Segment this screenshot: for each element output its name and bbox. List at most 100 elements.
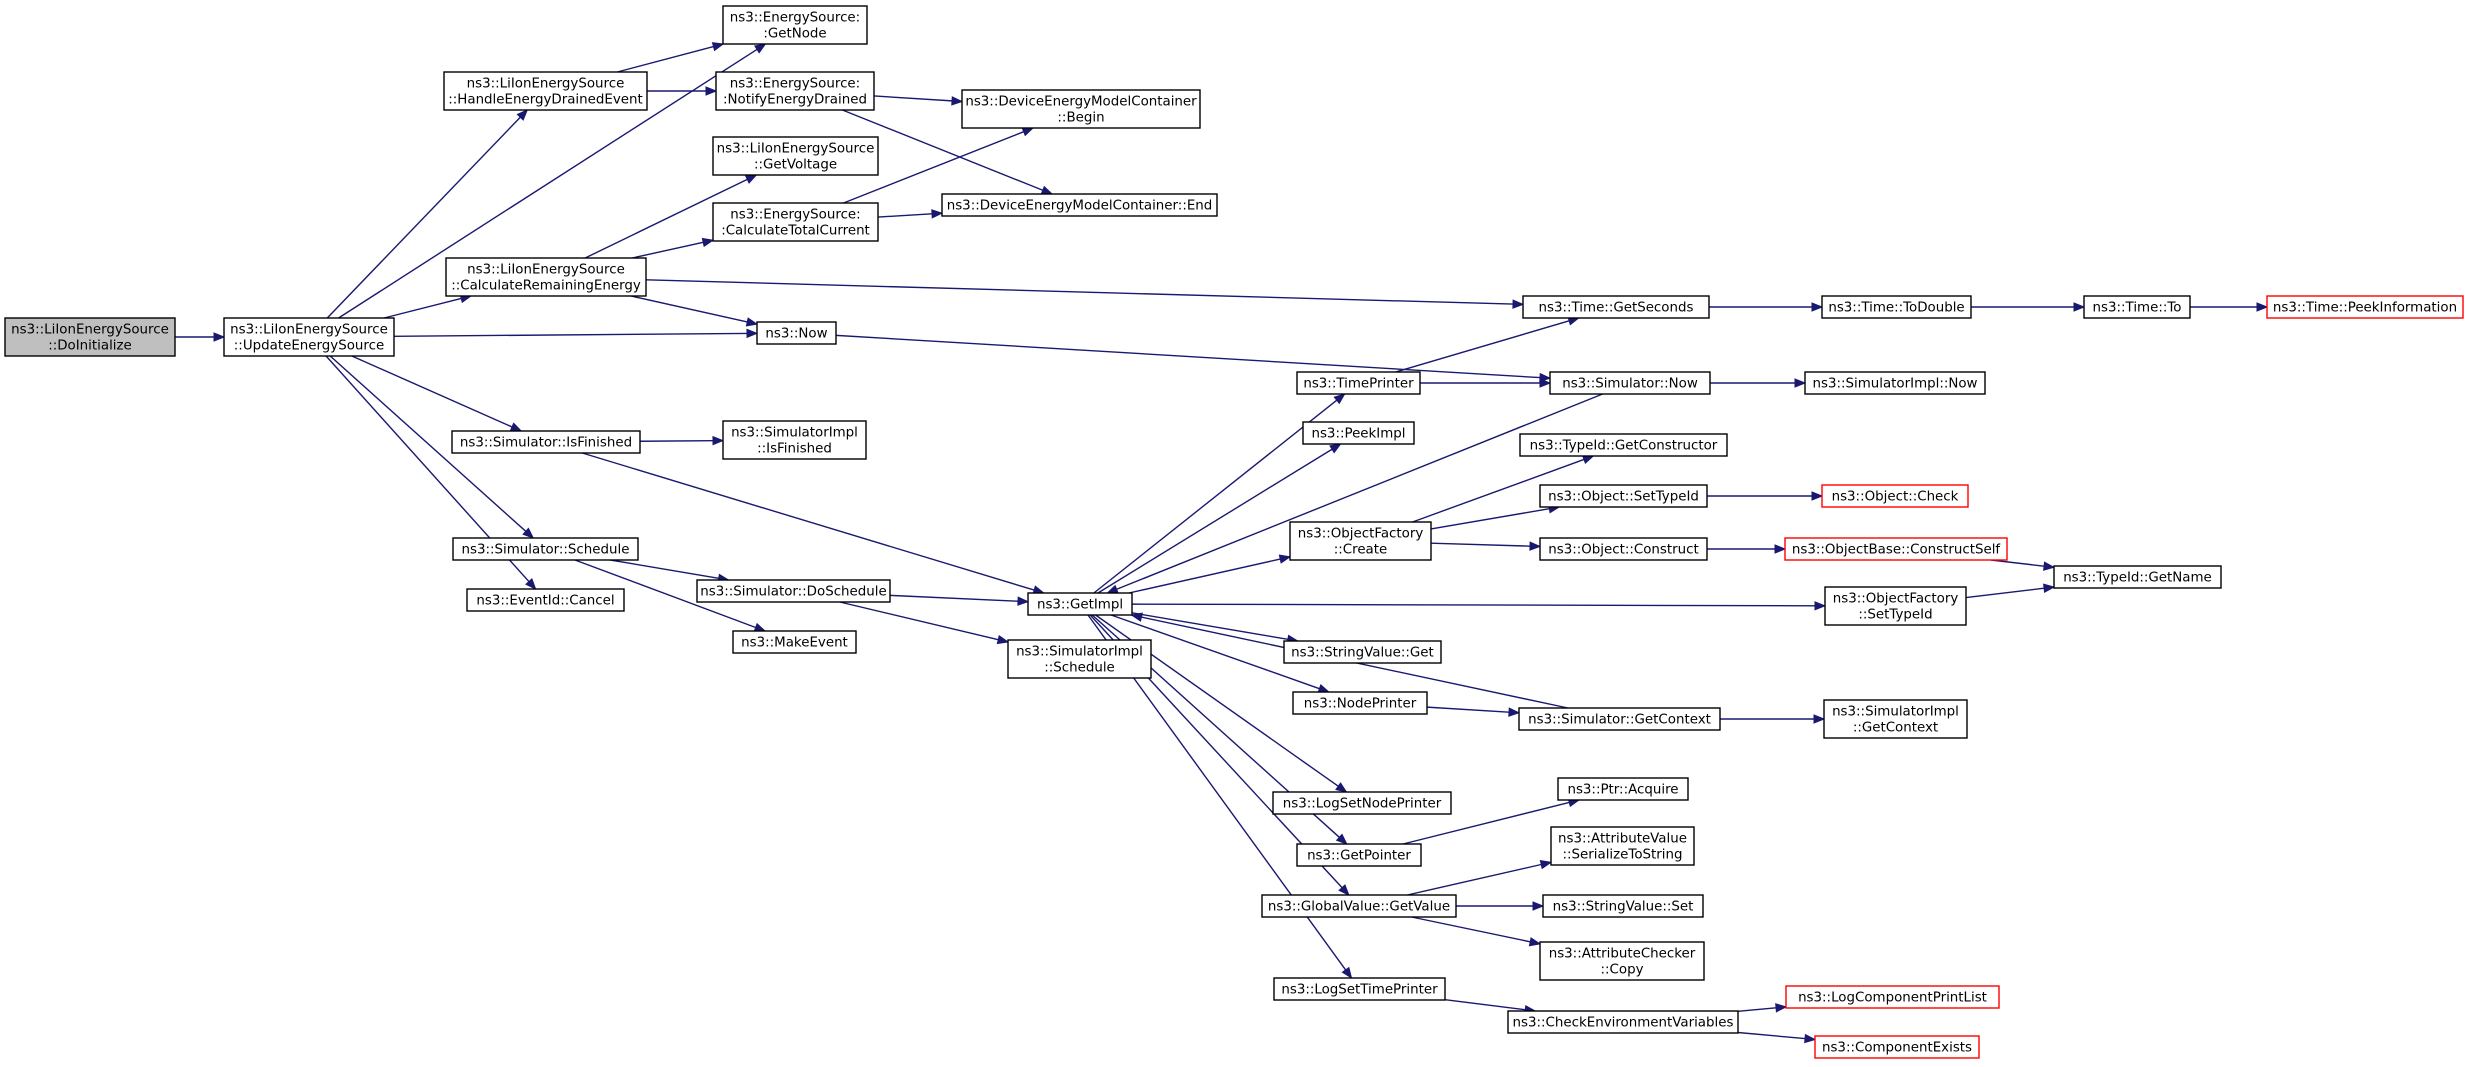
node-label: ns3::LogSetNodePrinter [1283,796,1442,811]
node-label: ns3::ObjectFactory [1298,526,1424,541]
node-getcontext[interactable]: ns3::Simulator::GetContext [1518,707,1721,731]
node-label: ::DoInitialize [48,338,132,353]
edge-update-to-calcrem [383,293,473,319]
node-label: ns3::Simulator::GetContext [1528,712,1711,727]
edge-isfinished-to-implfinished [639,435,725,446]
node-label: ns3::Ptr::Acquire [1567,782,1678,797]
node-label: ns3::ObjectBase::ConstructSelf [1792,542,2001,557]
node-label: ns3::TypeId::GetConstructor [1530,438,1718,453]
node-getnode[interactable]: ns3::EnergySource::GetNode [722,5,868,45]
node-box [722,5,868,45]
node-simimplnow[interactable]: ns3::SimulatorImpl::Now [1804,371,1986,395]
node-label: ::SerializeToString [1563,847,1683,862]
node-makeevent[interactable]: ns3::MakeEvent [732,630,857,654]
node-nodeprinter[interactable]: ns3::NodePrinter [1292,691,1428,715]
node-handle[interactable]: ns3::LiIonEnergySource::HandleEnergyDrai… [443,71,648,111]
edge-line [1097,448,1333,594]
node-box [961,89,1201,129]
node-attrcopy[interactable]: ns3::AttributeChecker::Copy [1539,941,1705,981]
node-box [4,317,176,357]
node-doschedule[interactable]: ns3::Simulator::DoSchedule [696,579,891,603]
node-notify[interactable]: ns3::EnergySource::NotifyEnergyDrained [715,71,875,111]
node-cancel[interactable]: ns3::EventId::Cancel [466,588,625,612]
node-timeprinter[interactable]: ns3::TimePrinter [1296,371,1421,395]
node-label: ns3::EnergySource: [730,207,860,222]
node-objconstruct[interactable]: ns3::Object::Construct [1539,537,1708,561]
node-box [1784,537,2008,561]
edge-line [873,95,953,102]
node-now[interactable]: ns3::Now [756,321,837,345]
edge-line [843,131,1024,204]
node-implschedule[interactable]: ns3::SimulatorImpl::Schedule [1007,639,1152,679]
node-ptracquire[interactable]: ns3::Ptr::Acquire [1557,777,1689,801]
edge-update-to-isfinished [351,355,523,432]
node-peekimpl[interactable]: ns3::PeekImpl [1302,421,1415,445]
edge-constructself-to-gettypename [1990,559,2056,571]
node-simnow[interactable]: ns3::Simulator::Now [1549,371,1711,395]
edge-line [645,279,1514,305]
edge-gvgetvalue-to-strset [1456,901,1545,911]
node-objcheck[interactable]: ns3::Object::Check [1821,484,1969,508]
node-attrserialize[interactable]: ns3::AttributeValue::SerializeToString [1550,826,1695,866]
node-box [1539,941,1705,981]
node-update[interactable]: ns3::LiIonEnergySource::UpdateEnergySour… [223,317,395,357]
node-getvolt[interactable]: ns3::LiIonEnergySource::GetVoltage [712,136,879,176]
node-todouble[interactable]: ns3::Time::ToDouble [1821,295,1972,319]
node-doinit[interactable]: ns3::LiIonEnergySource::DoInitialize [4,317,176,357]
edge-calcrem-to-calctot [632,237,715,259]
node-getpointer[interactable]: ns3::GetPointer [1296,843,1422,867]
edge-line [835,334,1541,379]
node-implfinished[interactable]: ns3::SimulatorImpl::IsFinished [722,420,867,460]
edge-arrowhead [2256,302,2269,312]
edge-line [889,594,1019,602]
node-label: ::Copy [1601,962,1644,977]
node-label: ns3::LiIonEnergySource [467,262,625,277]
node-end[interactable]: ns3::DeviceEnergyModelContainer::End [941,193,1218,217]
node-to[interactable]: ns3::Time::To [2083,295,2191,319]
node-box [1261,894,1457,918]
node-box [223,317,395,357]
node-objfcreate[interactable]: ns3::ObjectFactory::Create [1289,521,1432,561]
node-gettypename[interactable]: ns3::TypeId::GetName [2053,565,2222,589]
edge-arrowhead [1017,596,1030,606]
node-label: ns3::LiIonEnergySource [717,141,875,156]
edge-line [1411,916,1531,943]
edge-arrowhead [1528,937,1542,947]
node-strget[interactable]: ns3::StringValue::Get [1283,640,1442,664]
node-box [1027,592,1133,616]
node-box [443,71,648,111]
node-getsec[interactable]: ns3::Time::GetSeconds [1522,295,1710,319]
edge-line [338,48,758,319]
node-logsettime[interactable]: ns3::LogSetTimePrinter [1273,977,1446,1001]
node-objfsettype[interactable]: ns3::ObjectFactory::SetTypeId [1824,586,1967,626]
node-calcrem[interactable]: ns3::LiIonEnergySource::CalculateRemaini… [445,257,647,297]
edge-arrowhead [1329,443,1342,454]
node-gvgetvalue[interactable]: ns3::GlobalValue::GetValue [1261,894,1457,918]
edge-arrowhead [754,43,767,54]
node-strset[interactable]: ns3::StringValue::Set [1542,894,1704,918]
node-calctot[interactable]: ns3::EnergySource::CalculateTotalCurrent [712,202,879,242]
node-logsetnode[interactable]: ns3::LogSetNodePrinter [1272,791,1452,815]
node-peekinfo[interactable]: ns3::Time::PeekInformation [2266,295,2464,319]
node-isfinished[interactable]: ns3::Simulator::IsFinished [451,430,641,454]
edge-arrowhead [522,527,535,539]
node-constructself[interactable]: ns3::ObjectBase::ConstructSelf [1784,537,2008,561]
node-objsettype[interactable]: ns3::Object::SetTypeId [1539,484,1708,508]
node-box [1522,295,1710,319]
node-schedule[interactable]: ns3::Simulator::Schedule [452,537,639,561]
edge-handle-to-notify [647,86,718,96]
node-box [941,193,1218,217]
node-getctor[interactable]: ns3::TypeId::GetConstructor [1519,433,1728,457]
node-box [722,420,867,460]
node-implcontext[interactable]: ns3::SimulatorImpl::GetContext [1823,699,1968,739]
edge-line [351,355,513,428]
edge-line [1407,863,1542,896]
node-begin[interactable]: ns3::DeviceEnergyModelContainer::Begin [961,89,1201,129]
edge-arrowhead [509,422,523,432]
node-box [1821,484,1969,508]
node-label: ns3::TimePrinter [1303,376,1414,391]
node-logprintlist[interactable]: ns3::LogComponentPrintList [1785,985,2000,1009]
node-checkenv[interactable]: ns3::CheckEnvironmentVariables [1507,1010,1739,1034]
node-compexists[interactable]: ns3::ComponentExists [1814,1035,1980,1059]
node-getimpl[interactable]: ns3::GetImpl [1027,592,1133,616]
